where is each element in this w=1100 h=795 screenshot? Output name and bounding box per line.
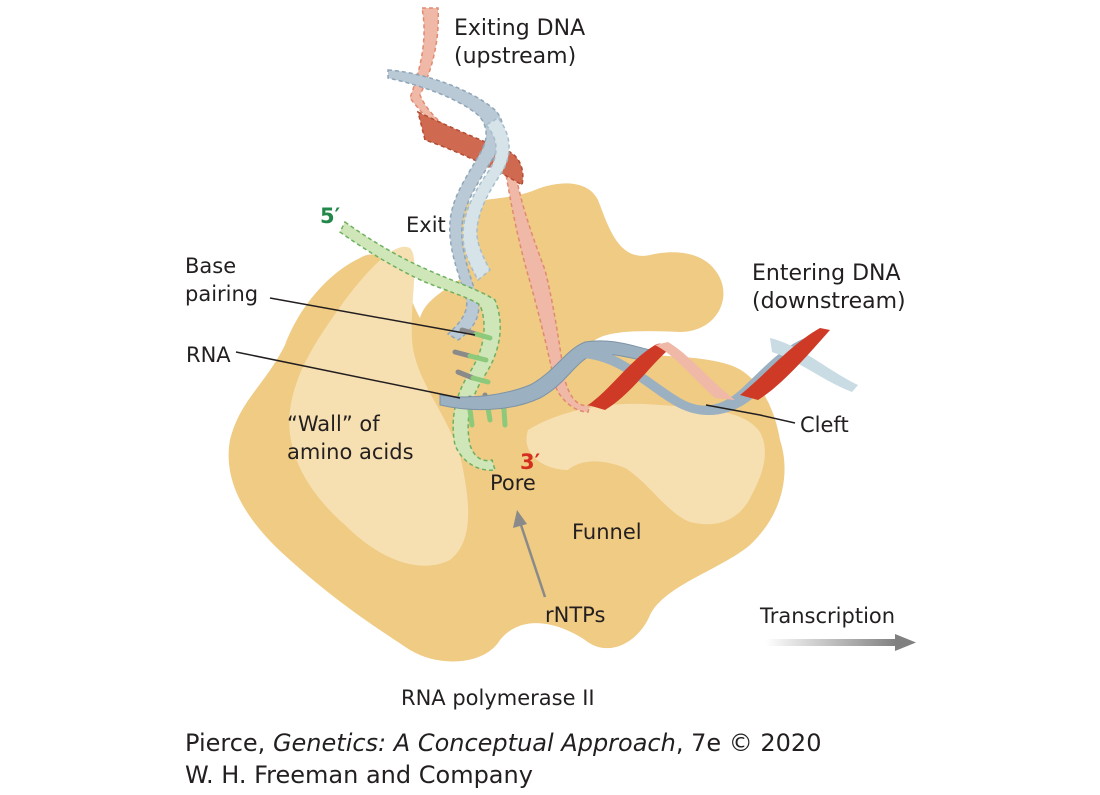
credit-line-1: Pierce, Genetics: A Conceptual Approach,… <box>185 727 821 759</box>
funnel-label: Funnel <box>572 520 642 544</box>
pore-label: Pore <box>490 471 536 495</box>
credit-book-title: Genetics: A Conceptual Approach <box>272 729 676 757</box>
downstream-dna-pink-strand <box>655 342 735 400</box>
downstream-dna-red-strand <box>588 328 830 410</box>
credit-prefix: Pierce, <box>185 729 273 757</box>
transcription-label: Transcription <box>760 604 896 628</box>
leader-lines <box>235 297 796 424</box>
enzyme-label: RNA polymerase II <box>401 686 595 710</box>
cleft-label: Cleft <box>800 413 849 437</box>
rna-label: RNA <box>186 343 231 367</box>
rntps-label: rNTPs <box>545 603 606 627</box>
exiting-dna-label: Exiting DNA (upstream) <box>454 16 586 69</box>
five-prime-label: 5′ <box>320 204 341 228</box>
three-prime-label: 3′ <box>520 450 541 474</box>
upstream-dna-light-blue-strand <box>462 117 510 282</box>
base-pairing-label: Base pairing <box>185 254 259 306</box>
credit-line-2: W. H. Freeman and Company <box>185 761 533 789</box>
credit-suffix: , 7e © 2020 <box>675 729 822 757</box>
exit-label: Exit <box>406 213 446 237</box>
rntps-arrow <box>513 510 547 598</box>
wall-label: “Wall” of amino acids <box>287 412 414 464</box>
wall-of-amino-acids-region <box>289 246 469 566</box>
entering-dna-label: Entering DNA (downstream) <box>752 261 906 314</box>
transcription-arrow <box>765 634 916 651</box>
funnel-rim-region <box>526 403 765 525</box>
